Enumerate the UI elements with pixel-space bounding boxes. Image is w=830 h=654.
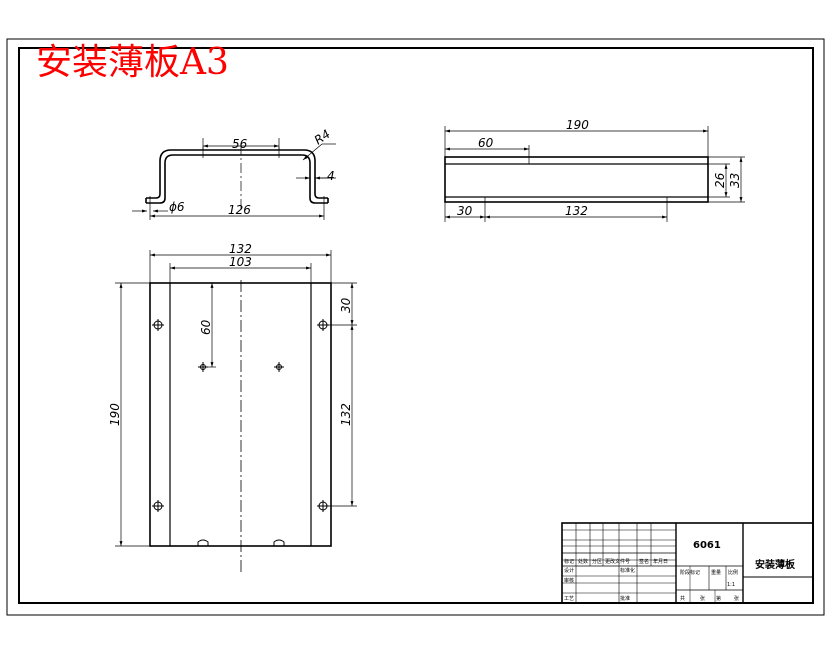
- tb-h-count: 处数: [578, 558, 588, 565]
- tb-h-sign: 签名: [639, 558, 649, 565]
- dim-r4: R4: [312, 127, 333, 148]
- dim-103-plan: 103: [229, 255, 252, 269]
- tb-total-label: 张: [700, 595, 705, 602]
- dim-33-side: 33: [728, 173, 742, 188]
- inner-border: [18, 47, 814, 604]
- tb-h-date: 年月日: [653, 558, 668, 565]
- side-view: [444, 156, 709, 203]
- dim-30-side: 30: [457, 204, 473, 218]
- tb-design: 设计: [564, 567, 574, 574]
- dim-126: 126: [228, 203, 251, 217]
- dim-132-side: 132: [565, 204, 588, 218]
- outer-border: [6, 38, 825, 616]
- dim-4: 4: [327, 169, 335, 183]
- dim-56: 56: [232, 137, 248, 151]
- dim-190-side: 190: [566, 118, 589, 132]
- dim-60-plan: 60: [199, 319, 213, 335]
- tb-sheet-label: 张: [734, 595, 739, 602]
- tb-check: 审核: [564, 577, 574, 584]
- tb-sheet: 第: [716, 595, 721, 602]
- title-block: [561, 522, 814, 604]
- tb-h-docno: 更改文件号: [605, 558, 630, 565]
- tb-process: 工艺: [564, 596, 574, 602]
- dim-30-plan: 30: [339, 297, 353, 313]
- tb-weight: 重量: [711, 569, 721, 576]
- tb-part-name: 安装薄板: [755, 558, 796, 571]
- tb-approve: 批准: [620, 595, 630, 602]
- mounting-holes: [152, 319, 329, 546]
- tb-h-zone: 分区: [592, 558, 602, 565]
- dim-190-plan: 190: [108, 403, 122, 426]
- tb-scale: 1:1: [727, 582, 735, 588]
- tb-stage: 阶段标记: [680, 569, 700, 576]
- tb-standard: 标准化: [620, 567, 635, 574]
- tb-material: 6061: [693, 540, 721, 551]
- dim-132-plan: 132: [229, 242, 252, 256]
- dim-132-plan-h: 132: [339, 403, 353, 426]
- dim-26-side: 26: [713, 172, 727, 188]
- dim-60-side: 60: [478, 136, 494, 150]
- profile-view: [145, 149, 329, 204]
- tb-h-mark: 标记: [564, 558, 574, 565]
- tb-ratio: 比例: [728, 569, 738, 576]
- tb-total: 共: [680, 595, 685, 602]
- dim-phi6: ϕ6: [169, 200, 185, 214]
- drawing-title: 安装薄板A3: [36, 42, 229, 83]
- plan-view: [149, 280, 332, 575]
